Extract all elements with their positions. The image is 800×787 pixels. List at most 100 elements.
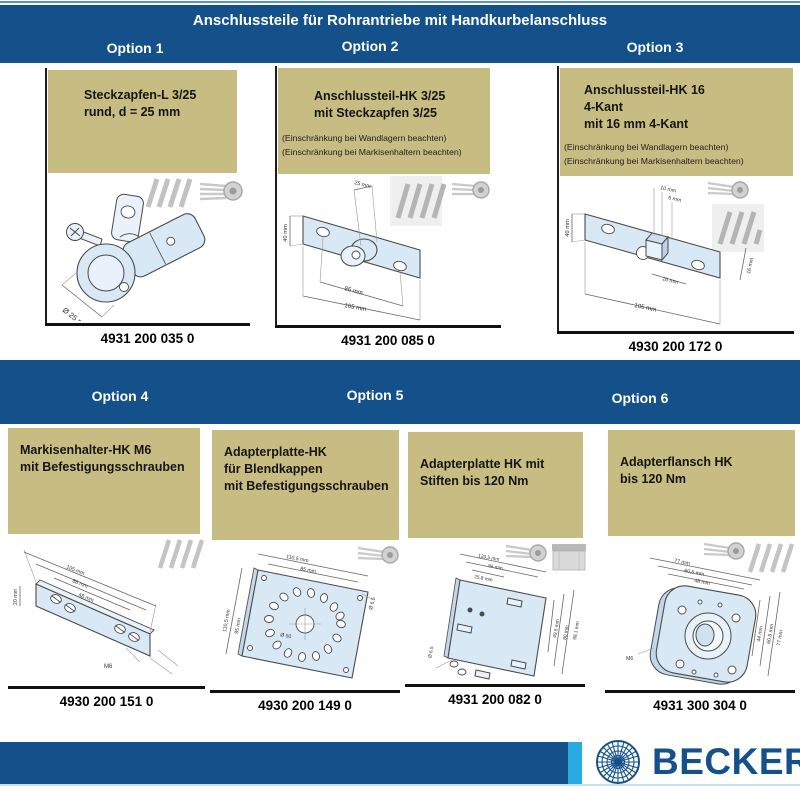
card5-part-number: 4930 200 149 0 <box>258 698 352 713</box>
card4-product-title: Markisenhalter-HK M6 mit Befestigungssch… <box>20 443 185 474</box>
option-1-label: Option 1 <box>106 40 164 56</box>
footer-band <box>0 742 568 784</box>
svg-text:77 mm: 77 mm <box>776 630 785 647</box>
svg-text:40 mm: 40 mm <box>565 219 571 237</box>
card2-left-border <box>275 66 277 326</box>
svg-text:110,5 mm: 110,5 mm <box>286 554 309 564</box>
roller-tube-icon <box>703 542 745 560</box>
card2-header: Anschlussteil-HK 3/25 mit Steckzapfen 3/… <box>278 68 490 174</box>
clip-plate-drawing <box>111 193 144 243</box>
svg-text:Ø 6,5: Ø 6,5 <box>368 597 377 611</box>
dimension-lines: 77 mm 60,5 mm 48 mm 44 mm 60,5 mm 77 mm … <box>626 557 785 677</box>
awning-fabric-icon <box>145 178 193 208</box>
card1-product-title: Steckzapfen-L 3/25 rund, d = 25 mm <box>84 88 197 119</box>
svg-text:Ø 25 mm: Ø 25 mm <box>61 305 91 321</box>
mid-option-band <box>0 360 800 424</box>
svg-text:M6: M6 <box>626 656 633 662</box>
card7-divider <box>605 690 795 693</box>
svg-text:110,5 mm: 110,5 mm <box>222 609 232 632</box>
svg-text:25,8 mm: 25,8 mm <box>474 574 493 583</box>
screw-drawing <box>66 223 103 247</box>
card5-product-title: Adapterplatte-HK für Blendkappen mit Bef… <box>224 445 389 493</box>
card5-header: Adapterplatte-HK für Blendkappen mit Bef… <box>212 430 399 540</box>
svg-text:94 mm: 94 mm <box>488 563 504 572</box>
option-6-label: Option 6 <box>611 390 669 406</box>
card6-product-title: Adapterplatte HK mit Stiften bis 120 Nm <box>420 457 545 488</box>
svg-text:Ø 50: Ø 50 <box>280 632 292 640</box>
svg-text:44 mm: 44 mm <box>756 626 765 643</box>
svg-text:48 mm: 48 mm <box>694 578 711 587</box>
footer-bottom-line <box>0 784 800 786</box>
flange-drawing <box>649 585 757 685</box>
card3-product-title: Anschlussteil-HK 16 4-Kant mit 16 mm 4-K… <box>584 83 705 131</box>
svg-text:49,5 mm: 49,5 mm <box>552 619 561 638</box>
option-4-label: Option 4 <box>91 388 149 404</box>
card7-product-title: Adapterflansch HK bis 120 Nm <box>620 455 733 486</box>
dimension-lines: 40 mm 25 mm 86 mm 105 mm <box>283 180 421 321</box>
card1-technical-drawing: Ø 25 mm <box>61 178 243 321</box>
svg-text:60,5 mm: 60,5 mm <box>684 568 705 578</box>
svg-text:48 mm: 48 mm <box>77 592 95 604</box>
svg-text:105 mm: 105 mm <box>344 302 367 313</box>
card2-notes: (Einschränkung bei Wandlagern beachten) … <box>282 132 462 157</box>
awning-fabric-icon <box>395 183 447 219</box>
card1-part-number: 4931 200 035 0 <box>100 331 195 346</box>
awning-cassette-icon <box>552 544 586 571</box>
adapter-plate-drawing <box>237 567 369 679</box>
card7-part-number: 4931 300 304 0 <box>653 698 747 713</box>
pin-plate-drawing <box>443 577 547 680</box>
card7-header: Adapterflansch HK bis 120 Nm <box>608 430 795 536</box>
roller-tube-icon <box>199 181 243 201</box>
card2-product-title: Anschlussteil-HK 3/25 mit Steckzapfen 3/… <box>314 89 446 120</box>
option-2-label: Option 2 <box>341 38 399 54</box>
dimension-lines: 120,5 mm 94 mm 25,8 mm 98,1 mm 80 mm 49,… <box>427 553 581 675</box>
svg-text:60,5 mm: 60,5 mm <box>766 623 775 644</box>
roller-tube-icon <box>505 544 547 562</box>
steckzapfen-body-drawing <box>76 213 206 303</box>
footer-accent-bar <box>568 742 582 784</box>
bracket-plate-drawing <box>35 579 155 657</box>
svg-text:105 mm: 105 mm <box>634 302 657 313</box>
dimension-lines: 40 mm 10 mm 6 mm 16 mm 16 mm 105 mm <box>565 185 755 325</box>
brand-wordmark: BECKER <box>652 741 800 782</box>
card7-technical-drawing: 77 mm 60,5 mm 48 mm 44 mm 60,5 mm 77 mm … <box>626 542 795 685</box>
card3-left-border <box>557 66 559 332</box>
becker-globe-icon <box>596 740 640 784</box>
plate-with-square-plug-drawing <box>584 188 721 279</box>
svg-text:25 mm: 25 mm <box>354 180 372 190</box>
card1-header: Steckzapfen-L 3/25 rund, d = 25 mm <box>48 70 237 173</box>
plate-with-plug-drawing <box>302 215 421 279</box>
card1-divider <box>45 323 250 326</box>
card6-part-number: 4931 200 082 0 <box>448 692 542 707</box>
top-header-band: Anschlussteile für Rohrantriebe mit Hand… <box>0 5 800 63</box>
card3-notes: (Einschränkung bei Wandlagern beachten) … <box>564 141 744 166</box>
svg-text:86 mm: 86 mm <box>71 578 89 590</box>
svg-text:40 mm: 40 mm <box>283 224 289 242</box>
svg-text:20 mm: 20 mm <box>13 588 19 605</box>
card3-part-number: 4930 200 172 0 <box>628 339 723 354</box>
svg-text:16 mm: 16 mm <box>661 276 679 286</box>
svg-text:M6: M6 <box>104 664 113 670</box>
card2-divider <box>275 325 501 328</box>
svg-text:85 mm: 85 mm <box>234 618 243 635</box>
card6-divider <box>405 684 585 687</box>
card4-technical-drawing: 105 mm 86 mm 48 mm 20 mm M6 <box>13 539 205 675</box>
option-5-label: Option 5 <box>346 387 404 403</box>
card5-divider <box>210 690 400 693</box>
awning-fabric-icon <box>717 211 763 245</box>
svg-text:6 mm: 6 mm <box>668 195 683 204</box>
page-title: Anschlussteile für Rohrantriebe mit Hand… <box>192 12 608 29</box>
svg-text:105 mm: 105 mm <box>65 564 86 577</box>
svg-text:85 mm: 85 mm <box>300 566 317 575</box>
svg-text:16 mm: 16 mm <box>746 257 755 275</box>
dimension-lines: 110,5 mm 85 mm 110,5 mm 85 mm Ø 50 Ø 6,5 <box>222 553 377 655</box>
svg-text:98,1 mm: 98,1 mm <box>572 621 581 640</box>
svg-text:Ø 6,5: Ø 6,5 <box>427 646 435 659</box>
card6-technical-drawing: 120,5 mm 94 mm 25,8 mm 98,1 mm 80 mm 49,… <box>427 544 586 680</box>
option-3-label: Option 3 <box>626 39 684 55</box>
card3-technical-drawing: 40 mm 10 mm 6 mm 16 mm 16 mm 105 mm <box>565 181 764 325</box>
card3-divider <box>557 331 794 334</box>
svg-text:80 mm: 80 mm <box>562 625 570 640</box>
card4-header: Markisenhalter-HK M6 mit Befestigungssch… <box>8 428 200 534</box>
roller-tube-icon <box>357 546 399 564</box>
